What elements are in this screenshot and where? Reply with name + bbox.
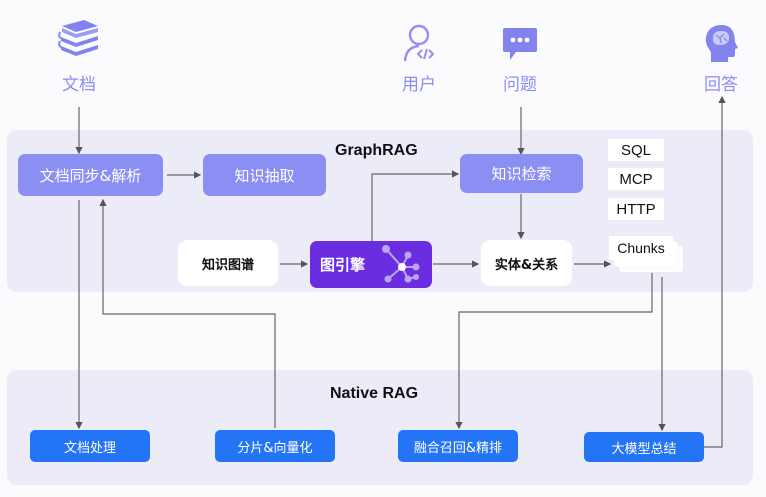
knowledge-extract-box[interactable]: 知识抽取	[203, 154, 326, 196]
chat-bubble-icon	[502, 28, 538, 66]
brain-head-icon	[704, 24, 740, 68]
knowledge-graph-box[interactable]: 知识图谱	[178, 240, 278, 286]
chunks-label: Chunks	[609, 236, 673, 260]
native-step-split-vectorize[interactable]: 分片&向量化	[215, 430, 335, 462]
books-icon	[58, 18, 100, 62]
arrow-engine-to-retrieval	[371, 170, 460, 241]
user-code-icon	[402, 24, 438, 66]
native-rag-panel	[7, 370, 753, 485]
graph-engine-label: 图引擎	[320, 256, 366, 274]
native-step-llm-summary[interactable]: 大模型总结	[584, 432, 704, 462]
graph-engine-box[interactable]: 图引擎	[310, 241, 432, 288]
arrow-split-to-sync	[99, 198, 276, 428]
native-step-fusion-rerank[interactable]: 融合召回&精排	[398, 430, 518, 462]
entity-relation-box[interactable]: 实体&关系	[481, 240, 572, 286]
protocol-tag-http: HTTP	[608, 198, 664, 220]
native-step-doc-process[interactable]: 文档处理	[30, 430, 150, 462]
protocol-tag-sql: SQL	[608, 139, 664, 161]
graph-network-icon	[382, 245, 420, 283]
graphrag-title: GraphRAG	[335, 142, 418, 159]
knowledge-retrieval-box[interactable]: 知识检索	[460, 154, 583, 193]
answer-label: 回答	[704, 75, 738, 95]
question-label: 问题	[503, 75, 537, 95]
protocol-tag-mcp: MCP	[608, 168, 664, 190]
documents-label: 文档	[62, 75, 96, 95]
native-rag-title: Native RAG	[330, 385, 419, 402]
doc-sync-parse-box[interactable]: 文档同步&解析	[18, 154, 163, 196]
arrow-llm-to-answer	[703, 95, 726, 448]
arrow-chunks-to-fusion	[455, 273, 653, 430]
user-label: 用户	[402, 75, 436, 95]
